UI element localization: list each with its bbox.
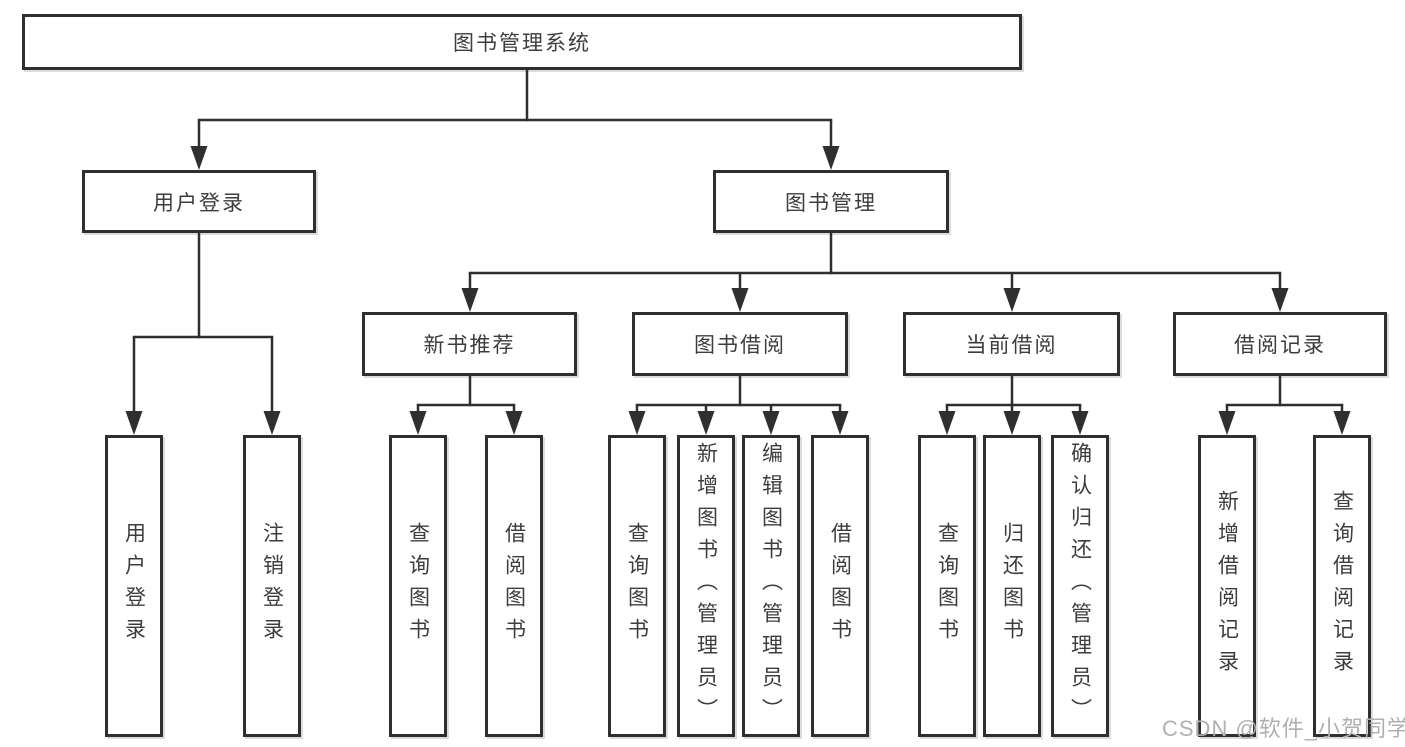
node-book-borrow: 图书借阅 [632,312,848,376]
arrowhead-icon [831,411,849,435]
node-borrow-records-label: 借阅记录 [1234,334,1326,357]
arrowhead-icon [938,411,956,435]
connector-user-login-to-leaves [132,233,274,415]
node-borrow-records: 借阅记录 [1173,312,1387,376]
watermark-text: CSDN @软件_小贺同学 [1162,716,1405,741]
arrowhead-icon [1333,411,1351,435]
leaf-user-login-label: 用户登录 [122,522,146,650]
node-new-book-recommend-label: 新书推荐 [423,334,516,357]
leaf-user-login: 用户登录 [105,435,163,737]
leaf-nb-query-books-label: 查询图书 [406,522,430,650]
arrowhead-icon [1003,411,1021,435]
leaf-cb-confirm-return-admin-label: 确认归还（管理员） [1068,442,1092,730]
arrowhead-icon [1271,288,1289,312]
node-book-borrow-label: 图书借阅 [694,334,786,357]
node-user-login-label: 用户登录 [153,191,245,215]
node-user-login: 用户登录 [82,170,316,233]
leaf-nb-borrow-books-label: 借阅图书 [502,522,526,650]
leaf-cb-confirm-return-admin: 确认归还（管理员） [1051,435,1109,737]
leaf-nb-query-books: 查询图书 [389,435,447,737]
arrowhead-icon [1071,411,1089,435]
arrowhead-icon [461,288,479,312]
leaf-logout-login: 注销登录 [243,435,301,737]
leaf-bb-add-books-admin: 新增图书（管理员） [677,435,735,737]
arrowhead-icon [263,411,281,435]
leaf-cb-query-books-label: 查询图书 [935,522,959,650]
node-root-system-label: 图书管理系统 [453,32,591,55]
arrowhead-icon [190,146,208,170]
arrowhead-icon [505,411,523,435]
node-root-system: 图书管理系统 [22,14,1022,70]
leaf-bb-query-books: 查询图书 [608,435,666,737]
connector-current-borrow-to-leaves [945,376,1082,415]
arrowhead-icon [409,411,427,435]
leaf-br-query-record: 查询借阅记录 [1313,435,1371,737]
leaf-br-add-record: 新增借阅记录 [1198,435,1256,737]
arrowhead-icon [1218,411,1236,435]
connector-book-borrow-to-leaves [635,376,842,415]
leaf-cb-query-books: 查询图书 [918,435,976,737]
arrowhead-icon [1003,288,1021,312]
leaf-bb-borrow-books: 借阅图书 [811,435,869,737]
leaf-bb-borrow-books-label: 借阅图书 [828,522,852,650]
node-book-mgmt-label: 图书管理 [785,191,877,215]
connector-root-to-level2 [197,70,833,150]
connector-book-mgmt-to-level3 [468,233,1282,292]
connector-new-book-to-leaves [416,376,516,415]
node-new-book-recommend: 新书推荐 [362,312,577,376]
arrowhead-icon [628,411,646,435]
arrowhead-icon [822,146,840,170]
leaf-bb-edit-books-admin-label: 编辑图书（管理员） [759,442,783,730]
leaf-cb-return-books: 归还图书 [983,435,1041,737]
leaf-br-add-record-label: 新增借阅记录 [1215,490,1239,682]
arrowhead-icon [762,411,780,435]
arrowhead-icon [125,411,143,435]
leaf-logout-login-label: 注销登录 [260,522,284,650]
leaf-cb-return-books-label: 归还图书 [1000,522,1024,650]
leaf-br-query-record-label: 查询借阅记录 [1330,490,1354,682]
arrowhead-icon [697,411,715,435]
arrowhead-icon [731,288,749,312]
node-book-mgmt: 图书管理 [713,170,949,233]
leaf-nb-borrow-books: 借阅图书 [485,435,543,737]
connector-borrow-records-to-leaves [1225,376,1344,415]
leaf-bb-add-books-admin-label: 新增图书（管理员） [694,442,718,730]
leaf-bb-query-books-label: 查询图书 [625,522,649,650]
node-current-borrow: 当前借阅 [903,312,1120,376]
node-current-borrow-label: 当前借阅 [965,334,1058,357]
leaf-bb-edit-books-admin: 编辑图书（管理员） [742,435,800,737]
